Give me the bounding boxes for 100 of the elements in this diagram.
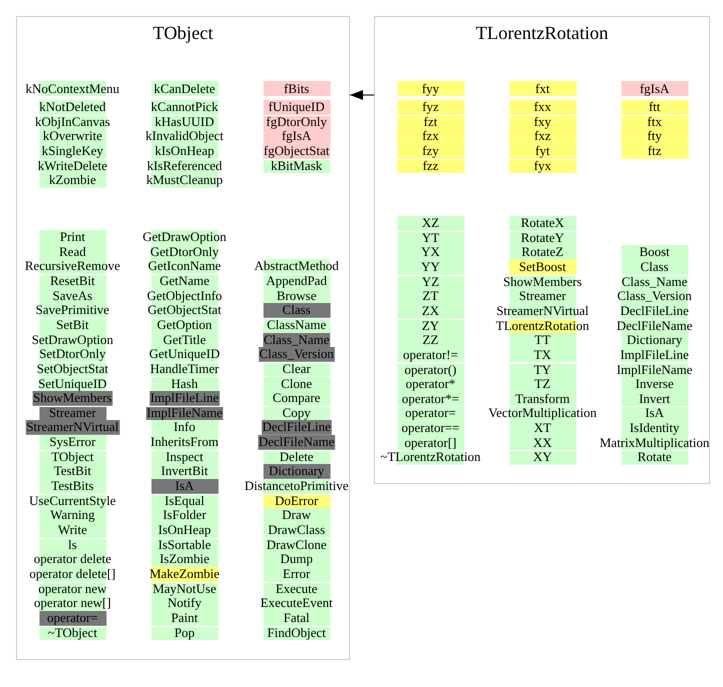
member-cell: operator() — [397, 362, 464, 378]
member-cell: DistancetoPrimitive — [244, 479, 350, 494]
member-cell: Rotate — [621, 450, 688, 466]
member-cell: StreamerNVirtual — [25, 420, 120, 436]
member-cell: AbstractMethod — [253, 259, 340, 274]
member-cell: VectorMultiplication — [487, 406, 598, 422]
member-cell: XX — [509, 436, 576, 450]
member-cell: TObject — [39, 450, 106, 464]
member-cell: HandleTimer — [149, 362, 220, 376]
member-cell: Dictionary — [621, 333, 688, 348]
member-cell: TY — [509, 362, 576, 378]
member-cell: fzz — [397, 158, 464, 174]
member-cell: IsOnHeap — [151, 523, 218, 538]
member-cell: fzy — [397, 144, 464, 159]
member-cell: DeclFileLine — [619, 304, 690, 319]
member-cell: IsSortable — [151, 538, 218, 552]
member-cell: kIsOnHeap — [151, 144, 218, 159]
member-cell: kMustCleanup — [145, 173, 224, 188]
member-cell: operator* — [397, 377, 464, 392]
member-cell: YZ — [397, 274, 464, 290]
member-cell: GetOption — [151, 318, 218, 333]
member-cell: IsIdentity — [621, 421, 688, 436]
member-cell: SavePrimitive — [34, 303, 110, 318]
member-cell: fgIsA — [263, 129, 330, 144]
member-cell: SetBit — [39, 318, 106, 333]
member-cell: Notify — [151, 596, 218, 611]
member-cell: AppendPad — [263, 274, 330, 289]
member-cell: operator[] — [397, 436, 464, 450]
member-cell: GetName — [151, 274, 218, 289]
member-cell: Read — [39, 244, 106, 260]
member-cell: TestBits — [39, 479, 106, 494]
member-cell: IsFolder — [151, 508, 218, 523]
member-cell: SetDtorOnly — [38, 347, 107, 362]
member-cell: Draw — [263, 508, 330, 523]
member-cell: SetDrawOption — [30, 332, 114, 348]
member-cell: ZZ — [397, 333, 464, 348]
member-cell: Hash — [151, 376, 218, 392]
member-cell: Execute — [263, 582, 330, 596]
member-cell: fxz — [509, 129, 576, 144]
member-cell: operator= — [397, 406, 464, 422]
member-cell: DeclFileName — [258, 435, 336, 450]
member-cell: GetDrawOption — [142, 230, 228, 245]
member-cell: Print — [39, 230, 106, 245]
member-cell: Paint — [151, 610, 218, 626]
member-cell: Streamer — [509, 289, 576, 304]
member-cell: GetDtorOnly — [149, 244, 220, 260]
member-cell: GetUniqueID — [148, 347, 221, 362]
member-cell: fxt — [509, 81, 576, 96]
member-cell: fyx — [509, 158, 576, 174]
member-cell: DoError — [263, 494, 330, 508]
member-cell: SaveAs — [39, 288, 106, 304]
member-cell: MakeZombie — [148, 566, 221, 582]
member-cell: Transform — [509, 392, 576, 406]
member-cell: operator new — [37, 582, 108, 596]
member-cell: ftt — [621, 100, 688, 115]
member-cell: RotateZ — [509, 245, 576, 260]
member-cell: Fatal — [263, 610, 330, 626]
member-cell: ImplFileName — [616, 362, 694, 378]
member-cell: Browse — [263, 288, 330, 304]
member-cell: DeclFileLine — [261, 420, 332, 436]
member-cell: InvertBit — [151, 464, 218, 480]
member-cell: kObjInCanvas — [34, 114, 112, 130]
member-cell: IsA — [621, 406, 688, 422]
member-cell: TT — [509, 333, 576, 348]
member-cell: Warning — [39, 508, 106, 523]
arrow — [350, 90, 374, 100]
member-cell: Class — [263, 303, 330, 318]
member-cell: kSingleKey — [39, 144, 106, 159]
member-cell: Class_Version — [616, 289, 693, 304]
member-cell: Dump — [263, 552, 330, 567]
member-cell: XT — [509, 421, 576, 436]
member-cell: kCanDelete — [151, 81, 218, 96]
member-cell: kHasUUID — [151, 114, 218, 130]
member-cell: Info — [151, 420, 218, 436]
member-cell: fyt — [509, 144, 576, 159]
member-cell: MatrixMultiplication — [598, 436, 710, 450]
member-cell: fyz — [397, 100, 464, 115]
class-box — [16, 16, 350, 660]
member-cell: FindObject — [263, 626, 330, 640]
member-cell: ResetBit — [39, 274, 106, 289]
member-cell: TLorentzRotation — [494, 318, 590, 334]
member-cell: ExecuteEvent — [259, 596, 334, 611]
class-title: TObject — [152, 23, 214, 45]
member-cell: operator!= — [397, 348, 464, 362]
member-cell: ImplFileName — [146, 406, 224, 420]
member-cell: YX — [397, 245, 464, 260]
member-cell: ~TObject — [39, 626, 106, 640]
member-cell: fzx — [397, 129, 464, 144]
member-cell: fzt — [397, 114, 464, 130]
member-cell: operator*= — [397, 392, 464, 406]
member-cell: TX — [509, 348, 576, 362]
member-cell: TZ — [509, 377, 576, 392]
member-cell: operator= — [39, 610, 106, 626]
member-cell: ftz — [621, 144, 688, 159]
member-cell: Pop — [151, 626, 218, 640]
member-cell: TestBit — [39, 464, 106, 480]
member-cell: fty — [621, 129, 688, 144]
class-box — [374, 16, 710, 484]
member-cell: UseCurrentStyle — [28, 494, 117, 508]
member-cell: Copy — [263, 406, 330, 420]
